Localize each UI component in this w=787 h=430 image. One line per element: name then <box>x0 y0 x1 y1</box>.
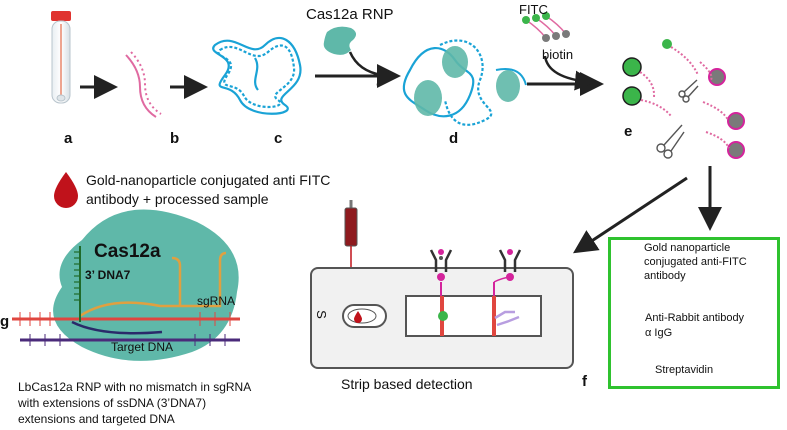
legend-item1-line3: antibody <box>644 270 686 282</box>
target-dna-label: Target DNA <box>111 340 174 354</box>
gold-sample-line1: Gold-nanoparticle conjugated anti FITC <box>86 172 331 188</box>
lateral-flow-strip <box>310 267 574 369</box>
dna-strand-icon <box>125 51 162 118</box>
strip-s-label: S <box>313 310 329 319</box>
step-label-e: e <box>624 123 633 140</box>
dsdna-coil-icon <box>212 36 302 115</box>
merge-arrows <box>348 51 595 91</box>
fitc-biotin-reporter-icon <box>522 12 570 42</box>
legend-item2-line1: Anti-Rabbit antibody <box>645 312 745 324</box>
sample-tube-icon <box>51 11 71 104</box>
legend-item2-line2: α IgG <box>645 327 673 339</box>
step-label-f: f <box>582 373 587 390</box>
sgrna-label: sgRNA <box>197 294 236 308</box>
caption-line2: with extensions of ssDNA (3’DNA7) <box>18 396 207 410</box>
legend-item1-line1: Gold nanoparticle <box>644 242 731 254</box>
detection-arrows <box>572 166 722 254</box>
legend-item3: Streptavidin <box>655 364 714 376</box>
cas12a-rnp-label: Cas12a RNP <box>306 6 394 23</box>
caption-line3: extensions and targeted DNA <box>18 412 175 426</box>
legend-item1-line2: conjugated anti-FITC <box>644 256 747 268</box>
scissors-icon <box>656 79 699 159</box>
blood-drop-icon <box>54 172 78 208</box>
step-label-a: a <box>64 130 73 147</box>
step-label-d: d <box>449 130 459 147</box>
caption-line1: LbCas12a RNP with no mismatch in sgRNA <box>18 380 252 394</box>
step-label-g: g <box>0 313 10 330</box>
antibody-probe-icon <box>429 249 522 296</box>
step-label-b: b <box>170 130 180 147</box>
biotin-label: biotin <box>542 47 574 62</box>
cas12a-rnp-icon <box>323 26 357 55</box>
cas12a-complex-icon <box>12 209 240 361</box>
flow-arrows <box>80 64 604 99</box>
gold-sample-line2: antibody + processed sample <box>86 191 269 207</box>
strip-detection-label: Strip based detection <box>341 376 473 392</box>
dna7-label: 3’ DNA7 <box>85 268 131 282</box>
cas12a-label: Cas12a <box>94 241 161 262</box>
cas12a-bound-dna-icon <box>402 39 527 126</box>
step-label-c: c <box>274 130 283 147</box>
fitc-label: FITC <box>519 2 548 17</box>
cleaved-reporters-icon <box>622 39 745 159</box>
legend-panel <box>608 237 780 389</box>
